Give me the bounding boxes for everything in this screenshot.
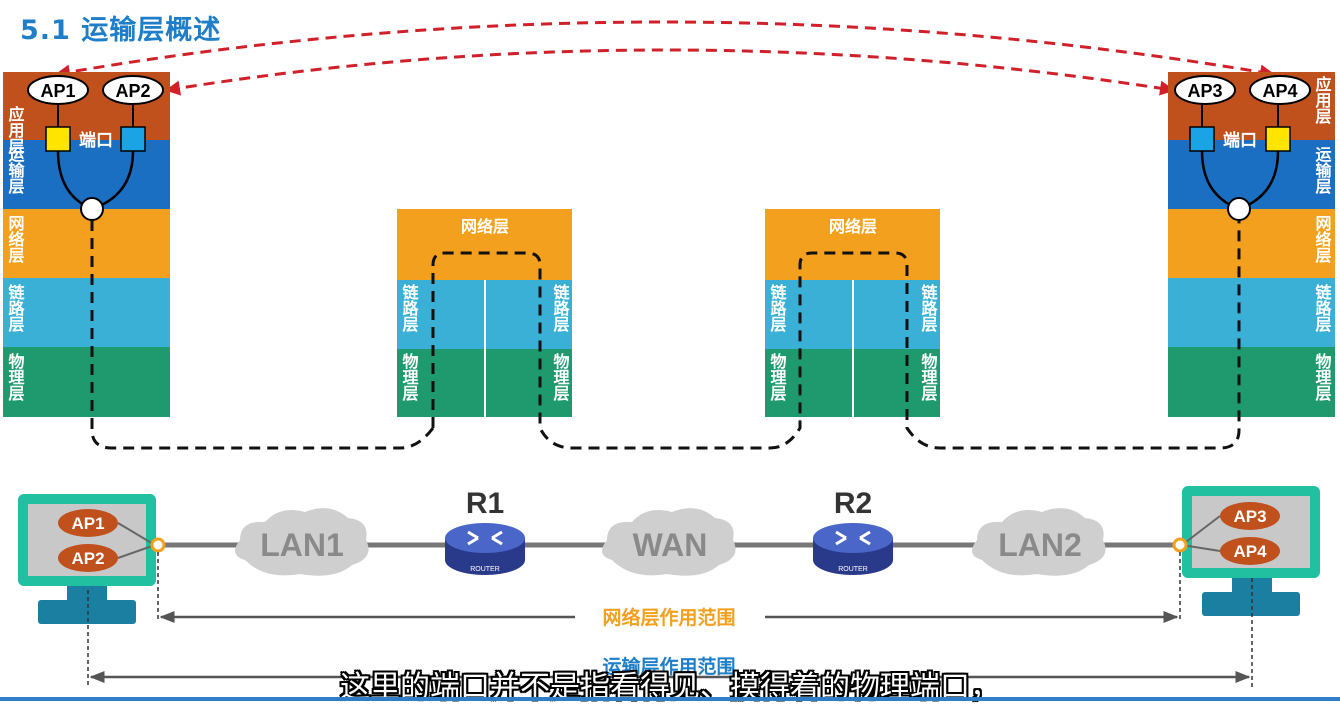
router-r2-stack: 网络层 链路层 物理层 链路层 物理层 xyxy=(765,209,940,417)
right-link-layer-label: 链路层 xyxy=(1313,283,1332,333)
wan-cloud: WAN xyxy=(602,508,736,576)
right-computer-ap3: AP3 xyxy=(1233,507,1266,526)
left-port-blue xyxy=(120,126,146,152)
right-transport-node xyxy=(1227,197,1251,221)
right-ap3-label: AP3 xyxy=(1187,81,1222,101)
data-path xyxy=(90,220,1241,450)
ap1-ap4-arc xyxy=(55,20,1275,80)
right-computer: AP3 AP4 xyxy=(1172,486,1320,616)
left-computer-ap2: AP2 xyxy=(71,549,104,568)
router-r1: R1 ROUTER xyxy=(445,487,525,575)
left-port-yellow xyxy=(45,126,71,152)
left-link-layer-label: 链路层 xyxy=(6,283,25,333)
left-network-layer-label: 网络层 xyxy=(6,215,25,264)
right-computer-ap4: AP4 xyxy=(1233,542,1267,561)
left-transport-node xyxy=(80,197,104,221)
r2-network-layer-label: 网络层 xyxy=(829,217,877,236)
lan2-cloud: LAN2 xyxy=(972,508,1106,576)
left-host-stack: 应用层 运输层 网络层 链路层 物理层 AP1 AP2 端口 xyxy=(3,72,170,417)
right-application-layer-label: 应用层 xyxy=(1313,75,1332,125)
bottom-accent-strip xyxy=(0,697,1340,701)
right-port-yellow xyxy=(1265,126,1291,152)
lan1-cloud: LAN1 xyxy=(235,508,369,576)
r1-router-caption: ROUTER xyxy=(470,566,500,573)
r1-network-layer-label: 网络层 xyxy=(461,217,509,236)
right-host-stack: 应用层 运输层 网络层 链路层 物理层 AP3 AP4 端口 xyxy=(1168,72,1335,417)
left-interface-dot xyxy=(150,537,166,553)
ap2-ap3-arc xyxy=(165,48,1175,96)
r2-label: R2 xyxy=(834,487,872,520)
r2-right-link-label: 链路层 xyxy=(919,283,938,333)
page-title: 5.1 运输层概述 xyxy=(20,15,222,46)
lan2-label: LAN2 xyxy=(998,527,1082,563)
right-physical-layer-label: 物理层 xyxy=(1313,352,1332,402)
r1-right-physical-label: 物理层 xyxy=(551,352,570,402)
router-r1-stack: 网络层 链路层 物理层 链路层 物理层 xyxy=(397,209,572,417)
right-interface-dot xyxy=(1172,537,1188,553)
left-ap1-label: AP1 xyxy=(40,81,75,101)
r1-label: R1 xyxy=(466,487,504,520)
left-application-layer-label: 应用层 xyxy=(6,105,25,155)
right-ap4-label: AP4 xyxy=(1262,81,1297,101)
r2-right-physical-label: 物理层 xyxy=(919,352,938,402)
network-scope-label: 网络层作用范围 xyxy=(602,606,735,629)
right-port-blue xyxy=(1189,126,1215,152)
r2-left-physical-label: 物理层 xyxy=(768,352,787,402)
right-port-label: 端口 xyxy=(1223,130,1257,151)
r2-router-caption: ROUTER xyxy=(838,566,868,573)
r1-left-physical-label: 物理层 xyxy=(400,352,419,402)
r2-left-link-label: 链路层 xyxy=(768,283,787,333)
wan-label: WAN xyxy=(633,527,708,563)
router-r2: R2 ROUTER xyxy=(813,487,893,575)
right-network-layer-label: 网络层 xyxy=(1313,215,1332,264)
r1-right-link-label: 链路层 xyxy=(551,283,570,333)
left-computer: AP1 AP2 xyxy=(18,494,166,624)
right-transport-layer-label: 运输层 xyxy=(1313,146,1332,195)
left-computer-ap1: AP1 xyxy=(71,514,104,533)
left-physical-layer-label: 物理层 xyxy=(6,352,25,402)
r1-left-link-label: 链路层 xyxy=(400,283,419,333)
left-transport-layer-label: 运输层 xyxy=(6,146,25,195)
lan1-label: LAN1 xyxy=(260,527,344,563)
transport-scope-label: 运输层作用范围 xyxy=(602,655,735,678)
left-port-label: 端口 xyxy=(79,130,113,151)
left-ap2-label: AP2 xyxy=(115,81,150,101)
